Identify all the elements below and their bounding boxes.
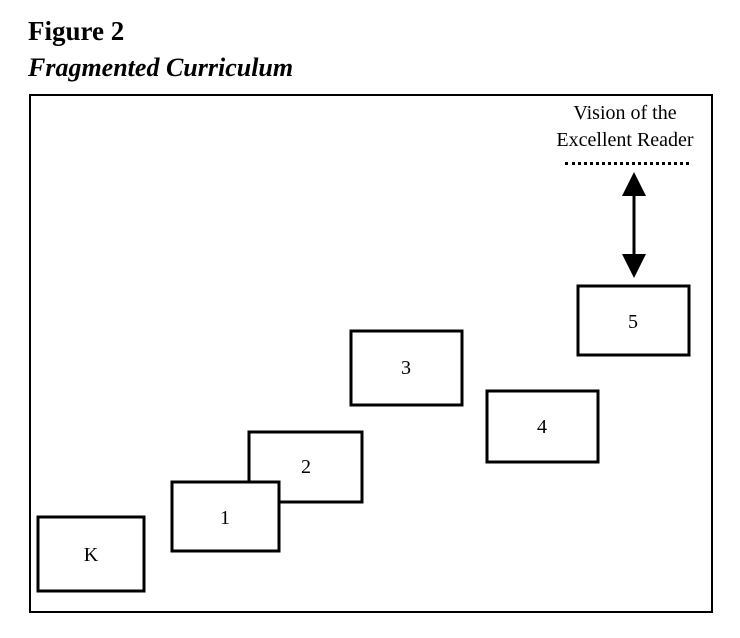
figure-title: Fragmented Curriculum — [28, 53, 294, 82]
grade-box-5: 5 — [576, 284, 691, 357]
grade-box-3: 3 — [349, 329, 464, 407]
vision-label-line-2: Excellent Reader — [556, 129, 694, 151]
grade-label-k: K — [84, 544, 99, 566]
grade-box-1: 1 — [170, 480, 281, 553]
grade-box-k: K — [36, 515, 146, 593]
grade-label-1: 1 — [220, 507, 230, 529]
grade-label-5: 5 — [628, 311, 638, 333]
grade-label-3: 3 — [401, 357, 411, 379]
figure-label: Figure 2 — [28, 16, 125, 46]
grade-box-2: 2 — [247, 430, 364, 504]
grade-box-4: 4 — [485, 389, 600, 464]
diagram-frame — [29, 94, 713, 613]
grade-label-4: 4 — [537, 416, 547, 438]
grade-label-2: 2 — [301, 456, 311, 478]
vision-label: Vision of the Excellent Reader — [530, 100, 720, 154]
vision-label-line-1: Vision of the — [573, 102, 677, 124]
vision-dotted-line — [565, 162, 689, 165]
